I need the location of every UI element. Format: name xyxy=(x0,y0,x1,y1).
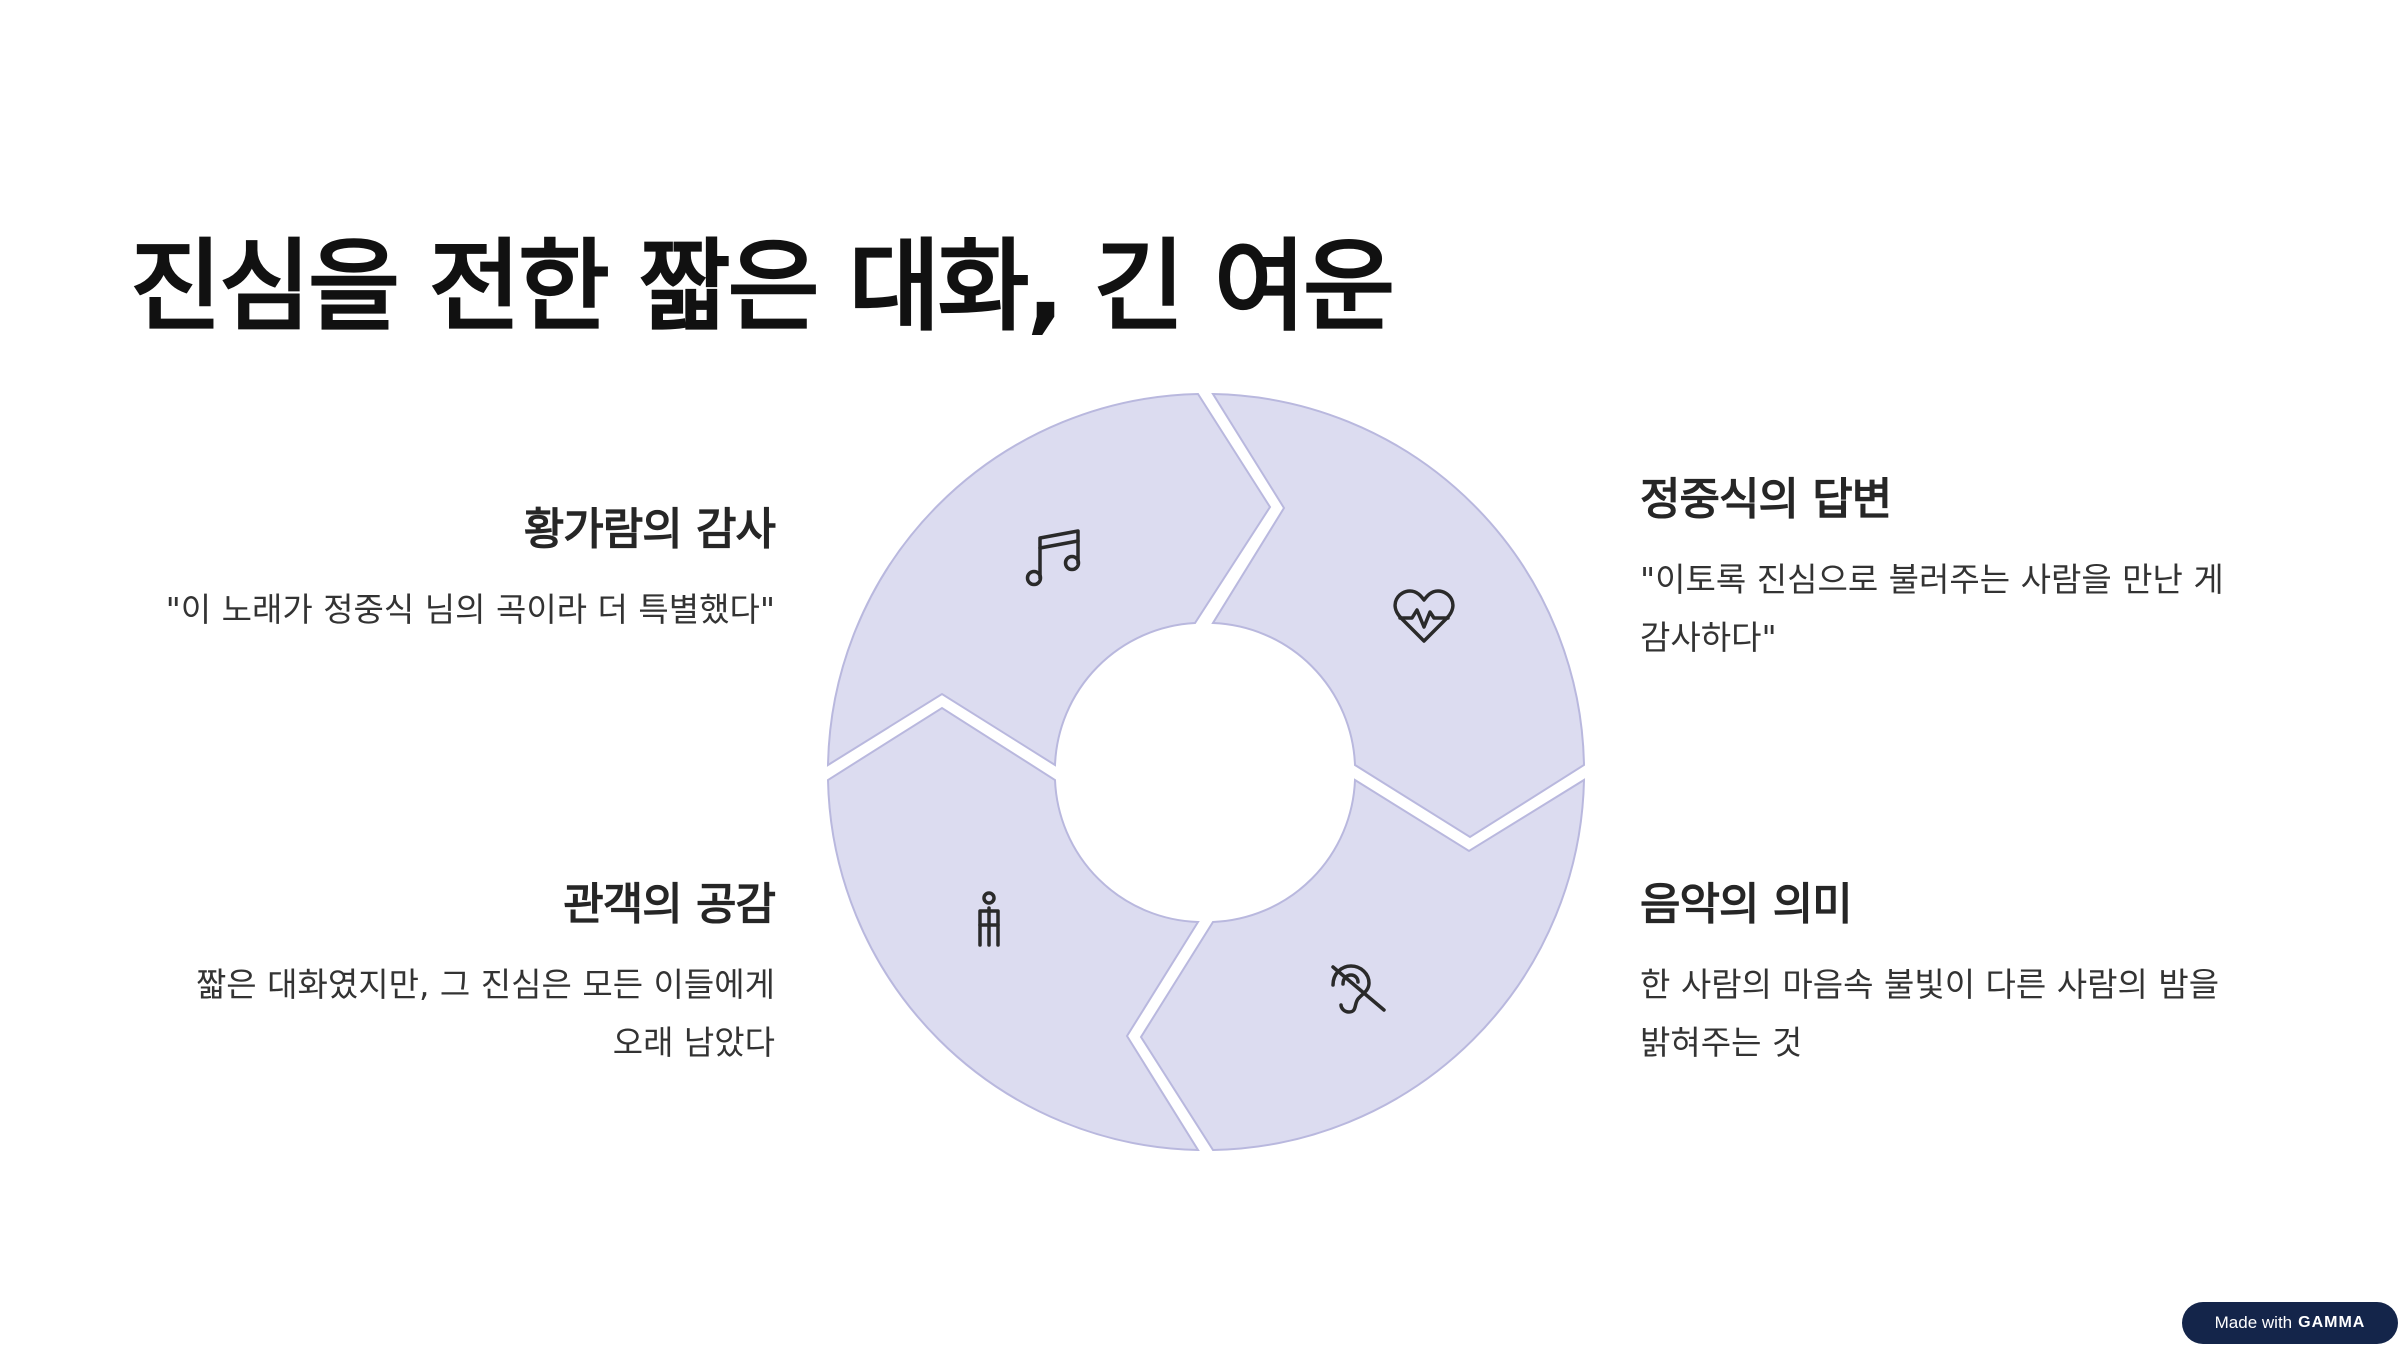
block-top-left: 황가람의 감사 "이 노래가 정중식 님의 곡이라 더 특별했다" xyxy=(130,502,776,639)
block-top-right: 정중식의 답변 "이토록 진심으로 불러주는 사람을 만난 게 감사하다" xyxy=(1640,472,2285,667)
block-body: 한 사람의 마음속 불빛이 다른 사람의 밤을 밝혀주는 것 xyxy=(1640,956,2285,1072)
person-icon xyxy=(978,891,1000,947)
block-body-line: "이토록 진심으로 불러주는 사람을 만난 게 xyxy=(1640,560,2224,599)
block-body-line: 한 사람의 마음속 불빛이 다른 사람의 밤을 xyxy=(1640,965,2220,1004)
block-body: "이토록 진심으로 불러주는 사람을 만난 게 감사하다" xyxy=(1640,551,2285,667)
heart-pulse-icon xyxy=(1393,589,1455,643)
cycle-segment-top-left xyxy=(826,392,1272,767)
cycle-segment-bottom-left xyxy=(826,706,1200,1152)
block-body-line: "이 노래가 정중식 님의 곡이라 더 특별했다" xyxy=(165,590,775,629)
gamma-logo: GAMMA xyxy=(2298,1314,2366,1331)
block-body-line: 짧은 대화였지만, 그 진심은 모든 이들에게 xyxy=(195,965,775,1004)
block-body: 짧은 대화였지만, 그 진심은 모든 이들에게 오래 남았다 xyxy=(130,956,775,1072)
slide-title: 진심을 전한 짧은 대화, 긴 여운 xyxy=(130,228,1395,345)
block-heading: 정중식의 답변 xyxy=(1640,474,1892,525)
block-bottom-left: 관객의 공감 짧은 대화였지만, 그 진심은 모든 이들에게 오래 남았다 xyxy=(130,877,776,1072)
ear-off-icon xyxy=(1331,964,1386,1014)
block-heading: 관객의 공감 xyxy=(563,879,776,930)
music-note-icon xyxy=(1025,529,1081,587)
block-body-line: 감사하다" xyxy=(1640,618,1777,657)
block-heading: 황가람의 감사 xyxy=(523,504,776,555)
block-body-line: 오래 남았다 xyxy=(612,1023,775,1062)
cycle-segment-bottom-right xyxy=(1139,778,1586,1152)
made-with-gamma-badge[interactable]: Made with GAMMA xyxy=(2182,1302,2398,1344)
block-body-line: 밝혀주는 것 xyxy=(1640,1023,1803,1062)
badge-prefix: Made with xyxy=(2214,1313,2293,1332)
block-heading: 음악의 의미 xyxy=(1640,879,1853,930)
block-bottom-right: 음악의 의미 한 사람의 마음속 불빛이 다른 사람의 밤을 밝혀주는 것 xyxy=(1640,877,2285,1072)
block-body: "이 노래가 정중식 님의 곡이라 더 특별했다" xyxy=(130,581,775,639)
